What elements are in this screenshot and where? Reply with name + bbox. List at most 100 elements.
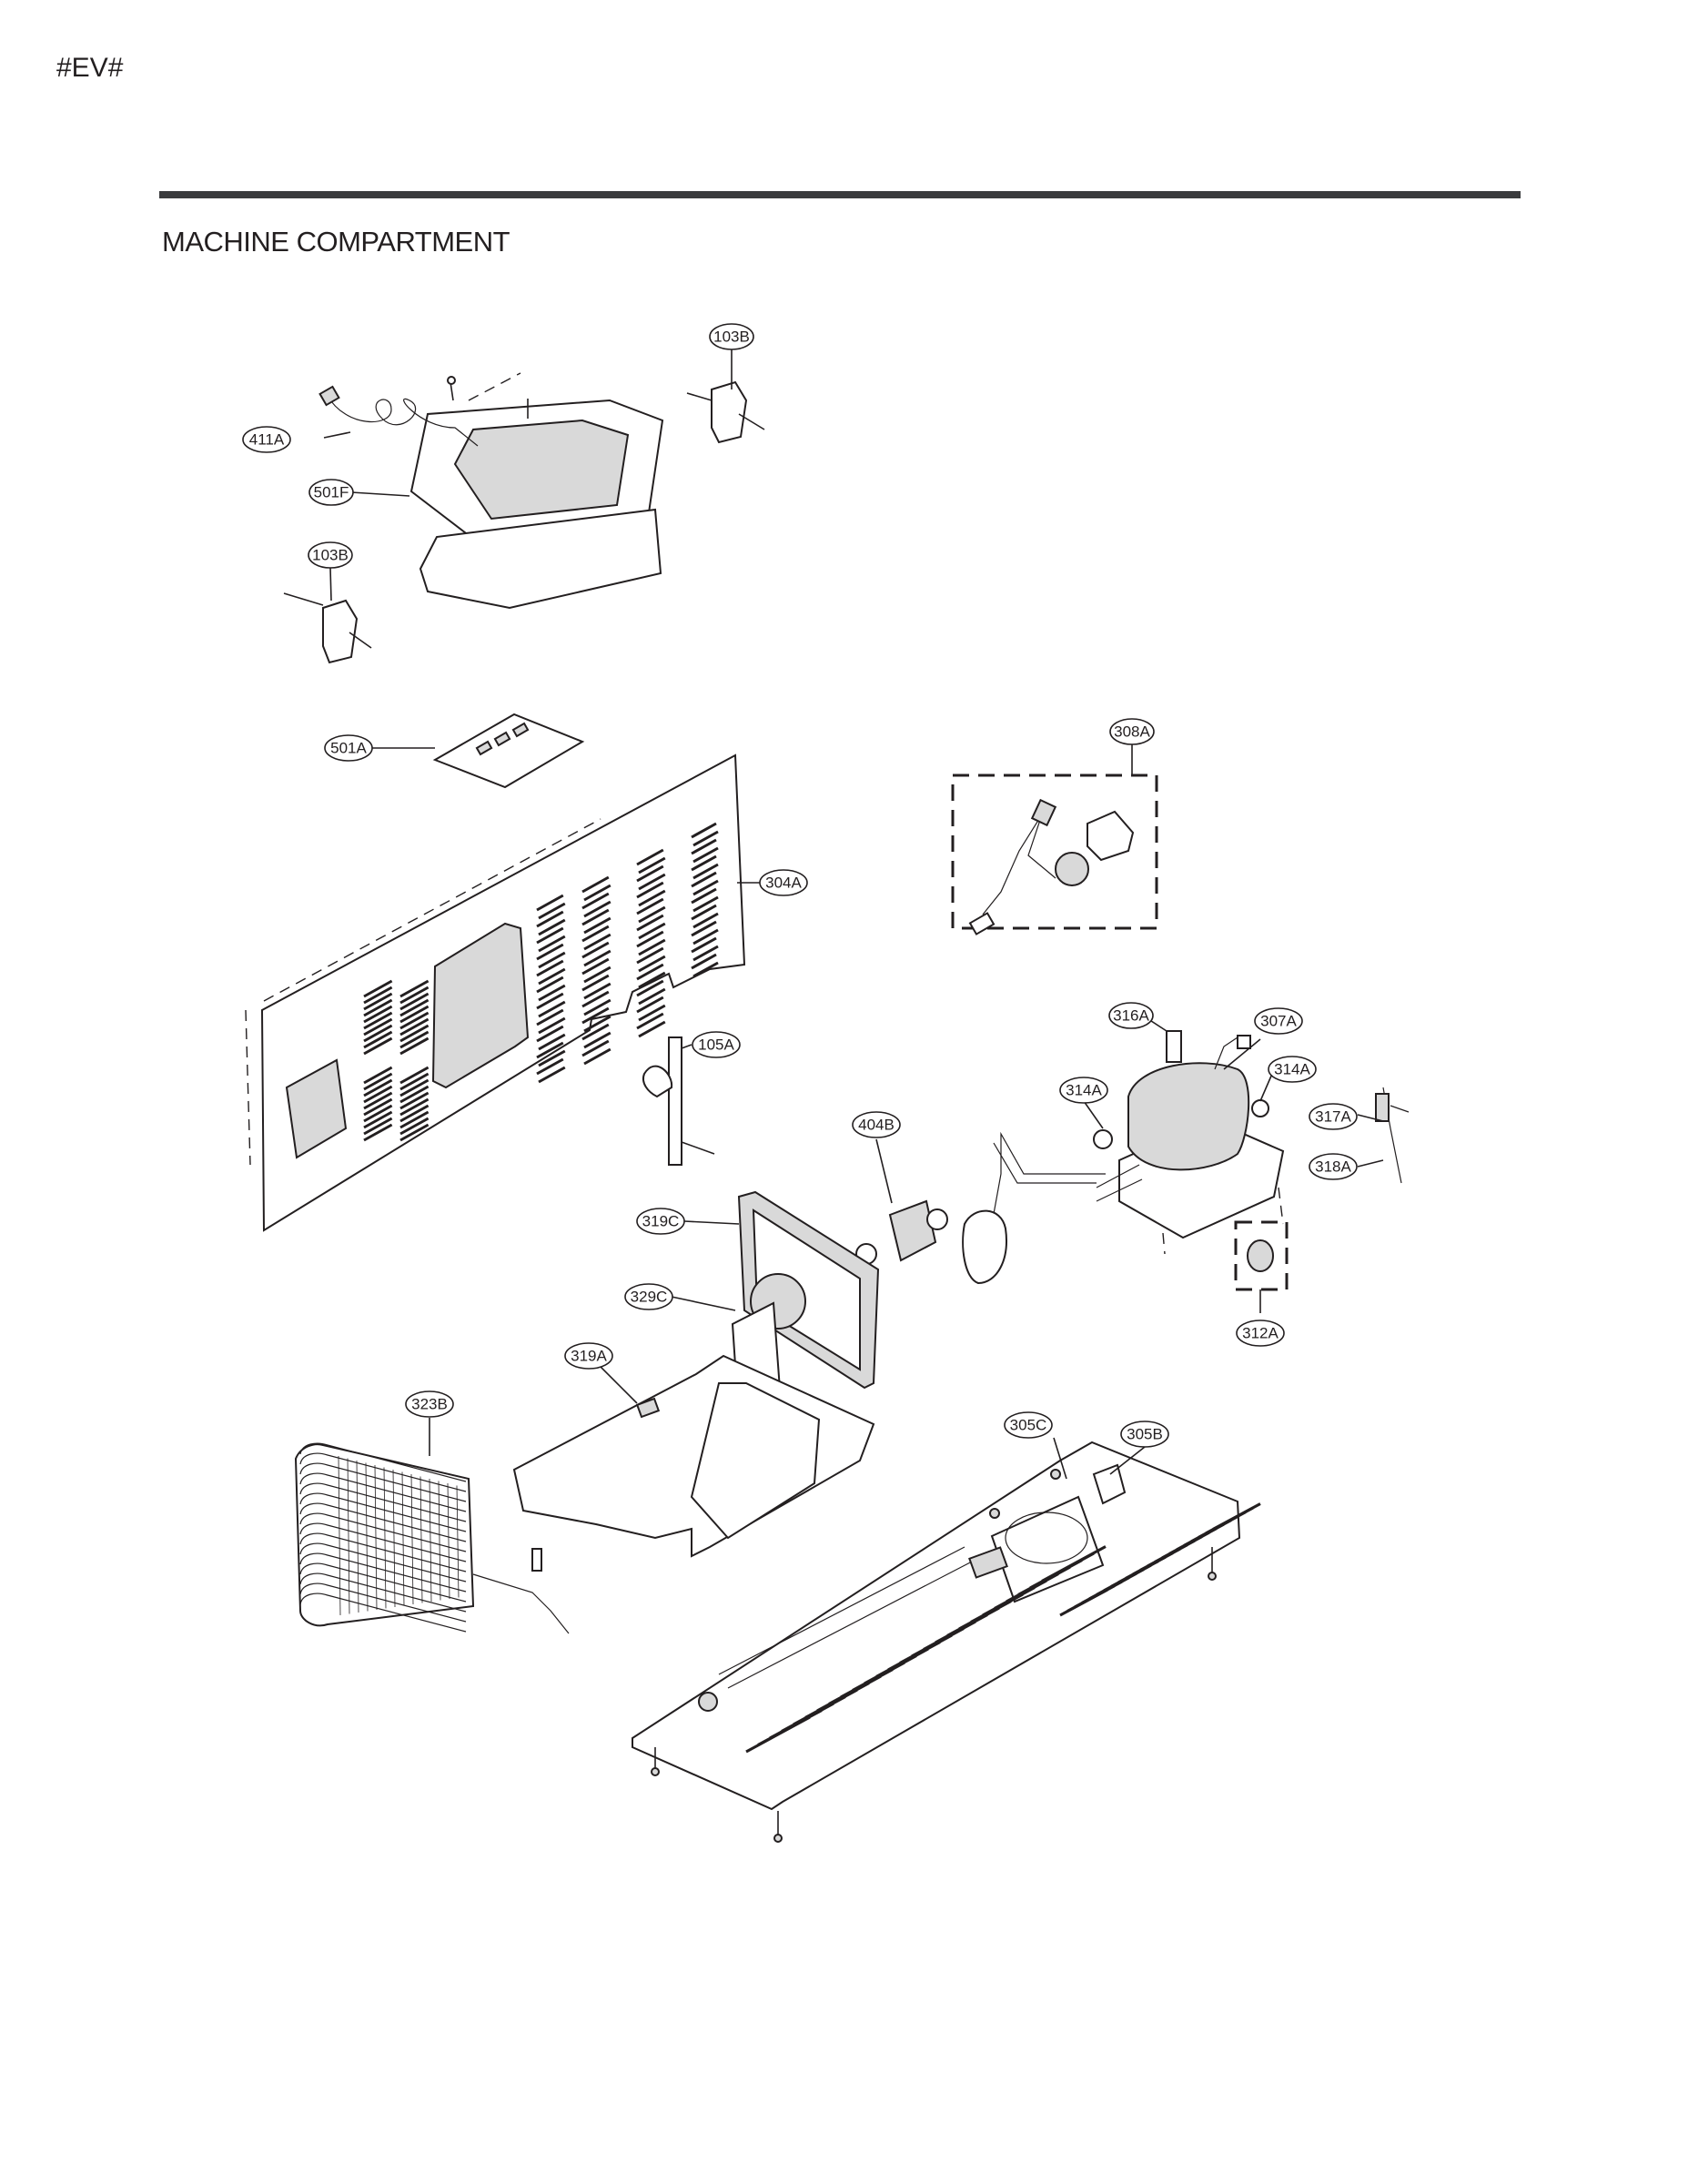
callout-103b-top: 103B (709, 323, 754, 350)
vent-slot (583, 1031, 612, 1049)
vent-slot (583, 982, 612, 1000)
vent-slot (581, 990, 610, 1008)
vent-slot (636, 963, 664, 981)
coil-loop (299, 1562, 467, 1603)
drain-pipe-part (642, 1036, 715, 1166)
vent-slot (636, 897, 664, 915)
vent-slot (538, 935, 566, 953)
vent-slot (636, 946, 664, 965)
vent-slot (363, 979, 393, 998)
coil-loop (299, 1462, 467, 1502)
vent-slot (691, 953, 717, 970)
vent-slot (636, 864, 664, 883)
svg-text:103B: 103B (312, 547, 349, 564)
section-title: MACHINE COMPARTMENT (162, 226, 510, 258)
svg-text:501F: 501F (314, 484, 349, 501)
vent-slot (536, 910, 564, 928)
vent-slot (363, 1036, 393, 1056)
vent-slot (583, 1047, 612, 1066)
vent-slot (636, 996, 664, 1014)
vent-slot (399, 992, 430, 1011)
vent-slot (399, 1097, 430, 1117)
vent-slot (581, 1023, 610, 1041)
svg-text:317A: 317A (1315, 1108, 1351, 1126)
vent-slot (581, 925, 610, 943)
coil-loop (299, 1552, 467, 1592)
svg-text:308A: 308A (1114, 723, 1150, 741)
coil-loop (299, 1542, 467, 1582)
svg-text:319C: 319C (642, 1213, 680, 1230)
grommet-box-part (1234, 1220, 1289, 1291)
vent-slot (581, 957, 610, 976)
vent-slot (399, 1024, 430, 1043)
pcb-cover-part (432, 713, 585, 789)
vent-slot (536, 943, 564, 961)
vent-slot (581, 875, 610, 894)
callout-329c: 329C (624, 1283, 673, 1310)
fan-shroud-part (737, 1190, 880, 1390)
vent-slot (1041, 1545, 1107, 1582)
power-cord-part (318, 385, 479, 447)
svg-text:411A: 411A (249, 431, 285, 449)
vent-slot (536, 992, 564, 1010)
callout-307a: 307A (1254, 1007, 1303, 1035)
vent-slot (581, 892, 610, 910)
vent-slot (399, 979, 430, 998)
svg-text:404B: 404B (858, 1117, 895, 1134)
vent-slot (536, 976, 564, 994)
svg-text:314A: 314A (1274, 1061, 1310, 1078)
fan-motor-part (855, 1199, 948, 1265)
callout-317a: 317A (1309, 1103, 1358, 1130)
vent-slot (692, 928, 719, 945)
svg-text:501A: 501A (330, 740, 367, 757)
callout-305c: 305C (1004, 1411, 1053, 1439)
bracket-103b-left-part (283, 592, 372, 664)
leader-lines (323, 349, 1384, 1480)
vent-slot (583, 900, 612, 918)
base-screws (651, 1469, 1217, 1843)
vent-slot (636, 1012, 664, 1030)
coil-loop (299, 1492, 467, 1532)
vent-slot (538, 951, 566, 969)
vent-slot (538, 984, 566, 1002)
vent-slot (399, 1030, 430, 1049)
coil-loop (299, 1442, 467, 1482)
control-box-cover-part (409, 372, 664, 610)
coil-loop (299, 1482, 467, 1522)
coil-loop (299, 1472, 467, 1512)
vent-slot (636, 979, 664, 997)
vent-slot (363, 1005, 393, 1024)
vent-slot (691, 887, 717, 905)
coil-fin (392, 1469, 396, 1608)
vent-slot (636, 881, 664, 899)
callout-404b: 404B (852, 1111, 901, 1138)
base-plate-vents (745, 1502, 1261, 1754)
vent-slot (583, 966, 612, 984)
vent-slot (399, 1123, 430, 1142)
vent-slot (638, 1020, 666, 1038)
coil-loop (299, 1502, 467, 1542)
bracket-103b-top-part (686, 380, 765, 444)
vent-slot (399, 1110, 430, 1129)
vent-slot (691, 822, 717, 839)
vent-slot (399, 1078, 430, 1097)
coil-fin (438, 1481, 441, 1601)
base-partition-part (512, 1354, 875, 1558)
vent-slot (538, 1016, 566, 1035)
vent-slot (583, 1015, 612, 1033)
vent-slot (583, 933, 612, 951)
coil-loop (299, 1592, 467, 1633)
svg-text:314A: 314A (1066, 1082, 1102, 1099)
vent-slot (536, 926, 564, 945)
vent-slot (399, 986, 430, 1005)
compressor-part (1093, 1030, 1285, 1255)
vent-slot (536, 1041, 564, 1059)
relay-assembly-box (951, 774, 1158, 935)
vent-slot (363, 1072, 393, 1091)
vent-slot (691, 871, 717, 888)
svg-text:316A: 316A (1113, 1007, 1149, 1025)
vent-slot (399, 1117, 430, 1136)
overload-protector-part (1375, 1087, 1410, 1184)
vent-slot (536, 959, 564, 977)
